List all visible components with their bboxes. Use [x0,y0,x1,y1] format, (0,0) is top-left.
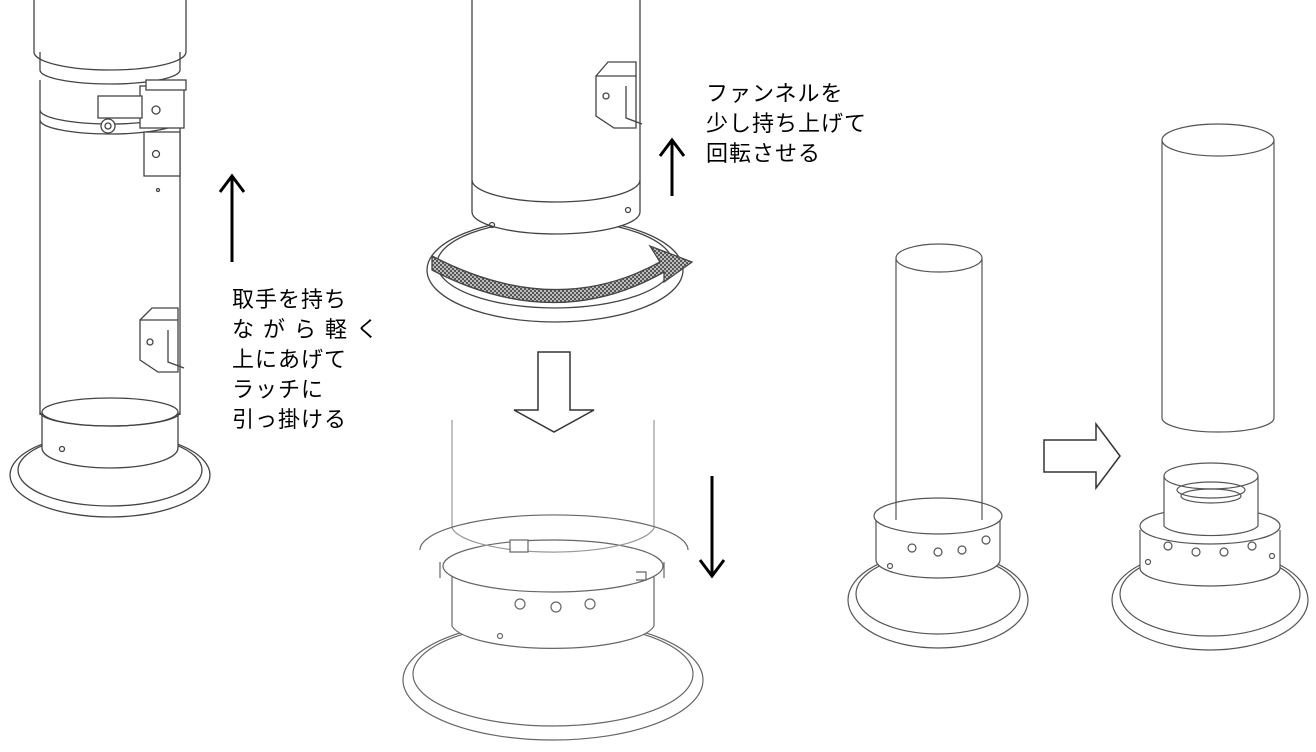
step1-line-5: 引っ掛ける [232,408,348,433]
figure-step1-cylinder [9,0,211,518]
figure-step5-removed [1111,123,1309,651]
step1-line-1: 取手を持ち [232,288,348,313]
rotation-arrow [431,244,694,304]
step1-line-4: ラッチに [232,378,325,403]
step1-line-3: 上にあげて [232,348,348,373]
drop-down-arrow [698,476,726,579]
lift-up-arrow-small [658,137,686,196]
step1-instruction-text: 取手を持ち な が ら 軽 く 上にあげて ラッチに 引っ掛ける [232,286,379,436]
step1-line-2: な が ら 軽 く [232,318,379,343]
next-step-right-arrow [1043,421,1121,491]
next-step-down-arrow [513,351,595,433]
step2-instruction-text: ファンネルを 少し持ち上げて 回転させる [706,80,867,170]
step2-line-2: 少し持ち上げて [706,112,868,137]
step2-line-1: ファンネルを [706,82,844,107]
figure-step4-assembled [847,243,1029,649]
lift-up-arrow [218,173,246,262]
step2-line-3: 回転させる [706,142,822,167]
figure-step3-unlatched [402,420,704,741]
